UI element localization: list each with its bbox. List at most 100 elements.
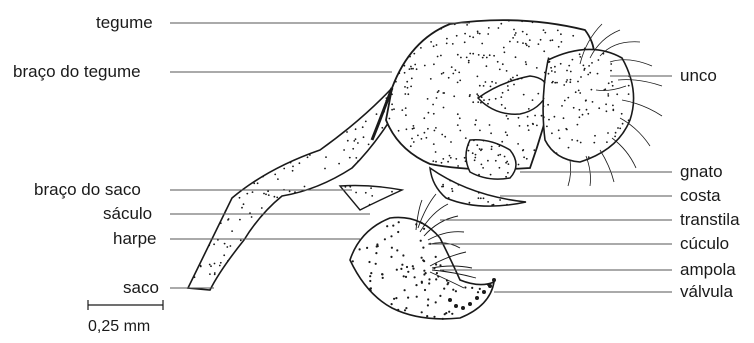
stipple-dot	[440, 28, 442, 30]
stipple-dot	[241, 207, 243, 209]
stipple-dot	[546, 126, 548, 128]
stipple-dot	[414, 276, 416, 278]
stipple-dot	[502, 92, 504, 94]
stipple-dot	[355, 138, 357, 140]
stipple-dot	[423, 270, 425, 272]
stipple-dot	[547, 104, 549, 106]
stipple-dot	[385, 100, 387, 102]
stipple-dot	[501, 141, 503, 143]
stipple-dot	[403, 275, 405, 277]
stipple-dot	[230, 245, 232, 247]
stipple-dot	[472, 152, 474, 154]
stipple-dot	[495, 82, 497, 84]
stipple-dot	[420, 222, 422, 224]
stipple-dot	[587, 74, 589, 76]
stipple-dot	[347, 140, 349, 142]
stipple-dot	[485, 81, 487, 83]
stipple-dot	[536, 125, 538, 127]
stipple-dot	[608, 82, 610, 84]
stipple-dot	[433, 63, 435, 65]
stipple-dot	[583, 69, 585, 71]
stipple-dot	[220, 262, 222, 264]
stipple-dot	[491, 146, 493, 148]
stipple-dot	[622, 123, 624, 125]
stipple-dot	[384, 238, 386, 240]
stipple-dot	[526, 158, 528, 160]
stipple-dot	[435, 256, 437, 258]
stipple-dot	[446, 43, 448, 45]
stipple-dot	[391, 247, 393, 249]
stipple-dot	[554, 71, 556, 73]
stipple-dot	[442, 92, 444, 94]
stipple-dot	[471, 287, 473, 289]
label-transtila: transtila	[680, 210, 740, 230]
stipple-dot	[561, 41, 563, 43]
stipple-dot	[209, 273, 211, 275]
stipple-dot	[253, 183, 255, 185]
stipple-dot	[477, 101, 479, 103]
stipple-dot	[391, 103, 393, 105]
stipple-dot	[410, 145, 412, 147]
stipple-dot	[454, 23, 456, 25]
stipple-dot	[469, 36, 471, 38]
stipple-dot	[414, 64, 416, 66]
stipple-dot	[507, 85, 509, 87]
stipple-dot	[483, 140, 485, 142]
stipple-dot	[579, 109, 581, 111]
stipple-dot	[400, 268, 402, 270]
stipple-dot	[448, 311, 450, 313]
stipple-dot	[474, 159, 476, 161]
stipple-dot	[396, 269, 398, 271]
stipple-dot	[391, 191, 393, 193]
stipple-dot	[568, 65, 570, 67]
stipple-dot	[468, 62, 470, 64]
stipple-dot	[498, 27, 500, 29]
stipple-dot	[588, 156, 590, 158]
stipple-dot	[381, 127, 383, 129]
stipple-dot	[598, 107, 600, 109]
stipple-dot	[369, 280, 371, 282]
stipple-dot	[386, 97, 388, 99]
stipple-dot	[424, 132, 426, 134]
stipple-dot	[481, 43, 483, 45]
stipple-dot	[500, 23, 502, 25]
label-costa: costa	[680, 186, 721, 206]
stipple-dot	[447, 283, 449, 285]
stipple-dot	[428, 282, 430, 284]
stipple-dot	[413, 125, 415, 127]
stipple-dot	[415, 223, 417, 225]
label-valvula: válvula	[680, 282, 733, 302]
stipple-dot	[507, 118, 509, 120]
stipple-dot	[500, 96, 502, 98]
stipple-dot	[309, 154, 311, 156]
stipple-dot	[435, 263, 437, 265]
stipple-dot	[487, 160, 489, 162]
stipple-dot	[543, 98, 545, 100]
stipple-dot	[243, 203, 245, 205]
stipple-dot	[455, 158, 457, 160]
stipple-dot	[517, 41, 519, 43]
stipple-dot	[612, 109, 614, 111]
stipple-dot	[606, 110, 608, 112]
label-saco: saco	[123, 278, 159, 298]
stipple-dot	[610, 70, 612, 72]
stipple-dot	[223, 254, 225, 256]
stipple-dot	[551, 132, 553, 134]
stipple-dot	[598, 59, 600, 61]
stipple-dot	[426, 137, 428, 139]
label-cuculo: cúculo	[680, 234, 729, 254]
scale-bar-label: 0,25 mm	[88, 318, 150, 336]
stipple-dot	[324, 168, 326, 170]
stipple-dot	[475, 119, 477, 121]
stipple-dot	[506, 204, 508, 206]
stipple-dot	[450, 141, 452, 143]
stipple-dot	[481, 164, 483, 166]
stipple-dot	[478, 54, 480, 56]
stipple-dot	[368, 261, 370, 263]
stipple-dot	[480, 197, 482, 199]
stipple-dot	[592, 101, 594, 103]
stipple-dot	[274, 196, 276, 198]
stipple-dot	[584, 48, 586, 50]
stipple-dot	[621, 113, 623, 115]
stipple-dot	[393, 108, 395, 110]
